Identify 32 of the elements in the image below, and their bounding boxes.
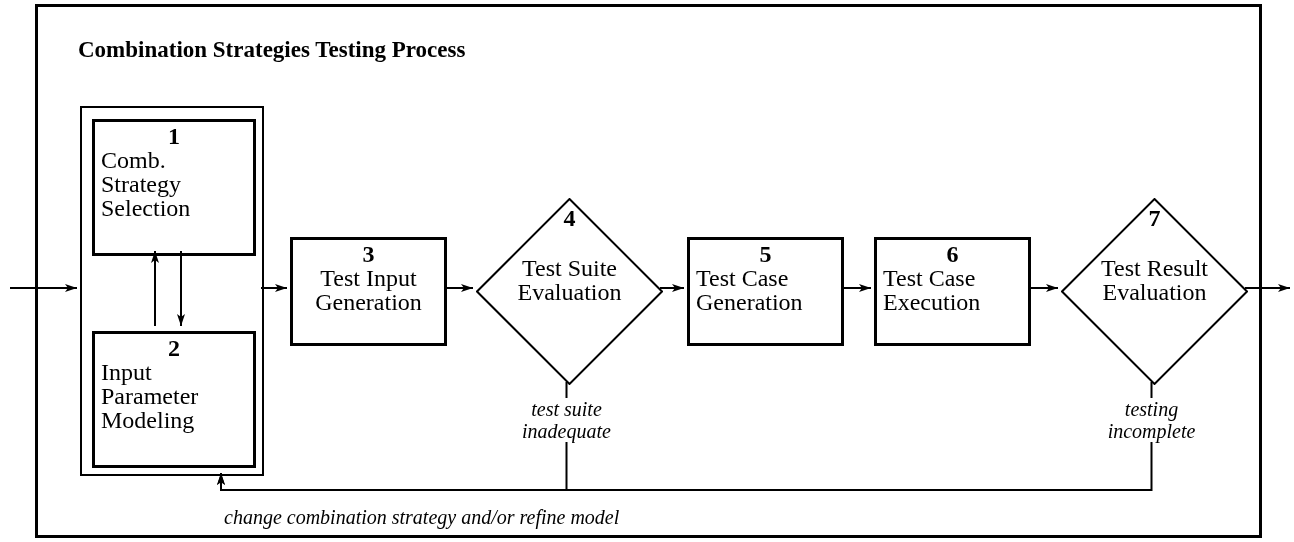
- process-box: [874, 237, 1031, 346]
- step-label: Test Result Evaluation: [1100, 256, 1209, 304]
- step-label: Test Case Generation: [696, 266, 804, 314]
- arrow: [9, 284, 78, 292]
- step-label: Test Suite Evaluation: [516, 256, 623, 304]
- process-box: [687, 237, 844, 346]
- step-number: 5: [759, 242, 772, 266]
- process-box: [92, 331, 256, 468]
- arrow: [260, 284, 288, 292]
- step-number: 7: [1148, 206, 1161, 230]
- step-label: Input Parameter Modeling: [101, 360, 200, 432]
- arrow: [151, 250, 159, 327]
- step-number: 1: [168, 124, 180, 148]
- step-number: 4: [563, 206, 576, 230]
- decision-diamond: [1061, 198, 1248, 385]
- process-box: [92, 119, 256, 256]
- arrow: [217, 381, 1153, 491]
- step-number: 6: [946, 242, 959, 266]
- step-number: 2: [168, 336, 180, 360]
- group-box: [80, 106, 264, 476]
- diagram-title: Combination Strategies Testing Process: [78, 36, 466, 64]
- step-label: Test Case Execution: [883, 266, 982, 314]
- decision-diamond: [476, 198, 663, 385]
- step-label: Comb. Strategy Selection: [101, 148, 192, 220]
- step-label: Test Input Generation: [314, 266, 423, 314]
- process-frame: [35, 4, 1262, 538]
- arrow: [1244, 284, 1291, 292]
- feedback-label: change combination strategy and/or refine model: [224, 505, 620, 531]
- arrow: [177, 250, 185, 327]
- arrow: [659, 284, 685, 292]
- process-box: [290, 237, 447, 346]
- step-number: 3: [362, 242, 375, 266]
